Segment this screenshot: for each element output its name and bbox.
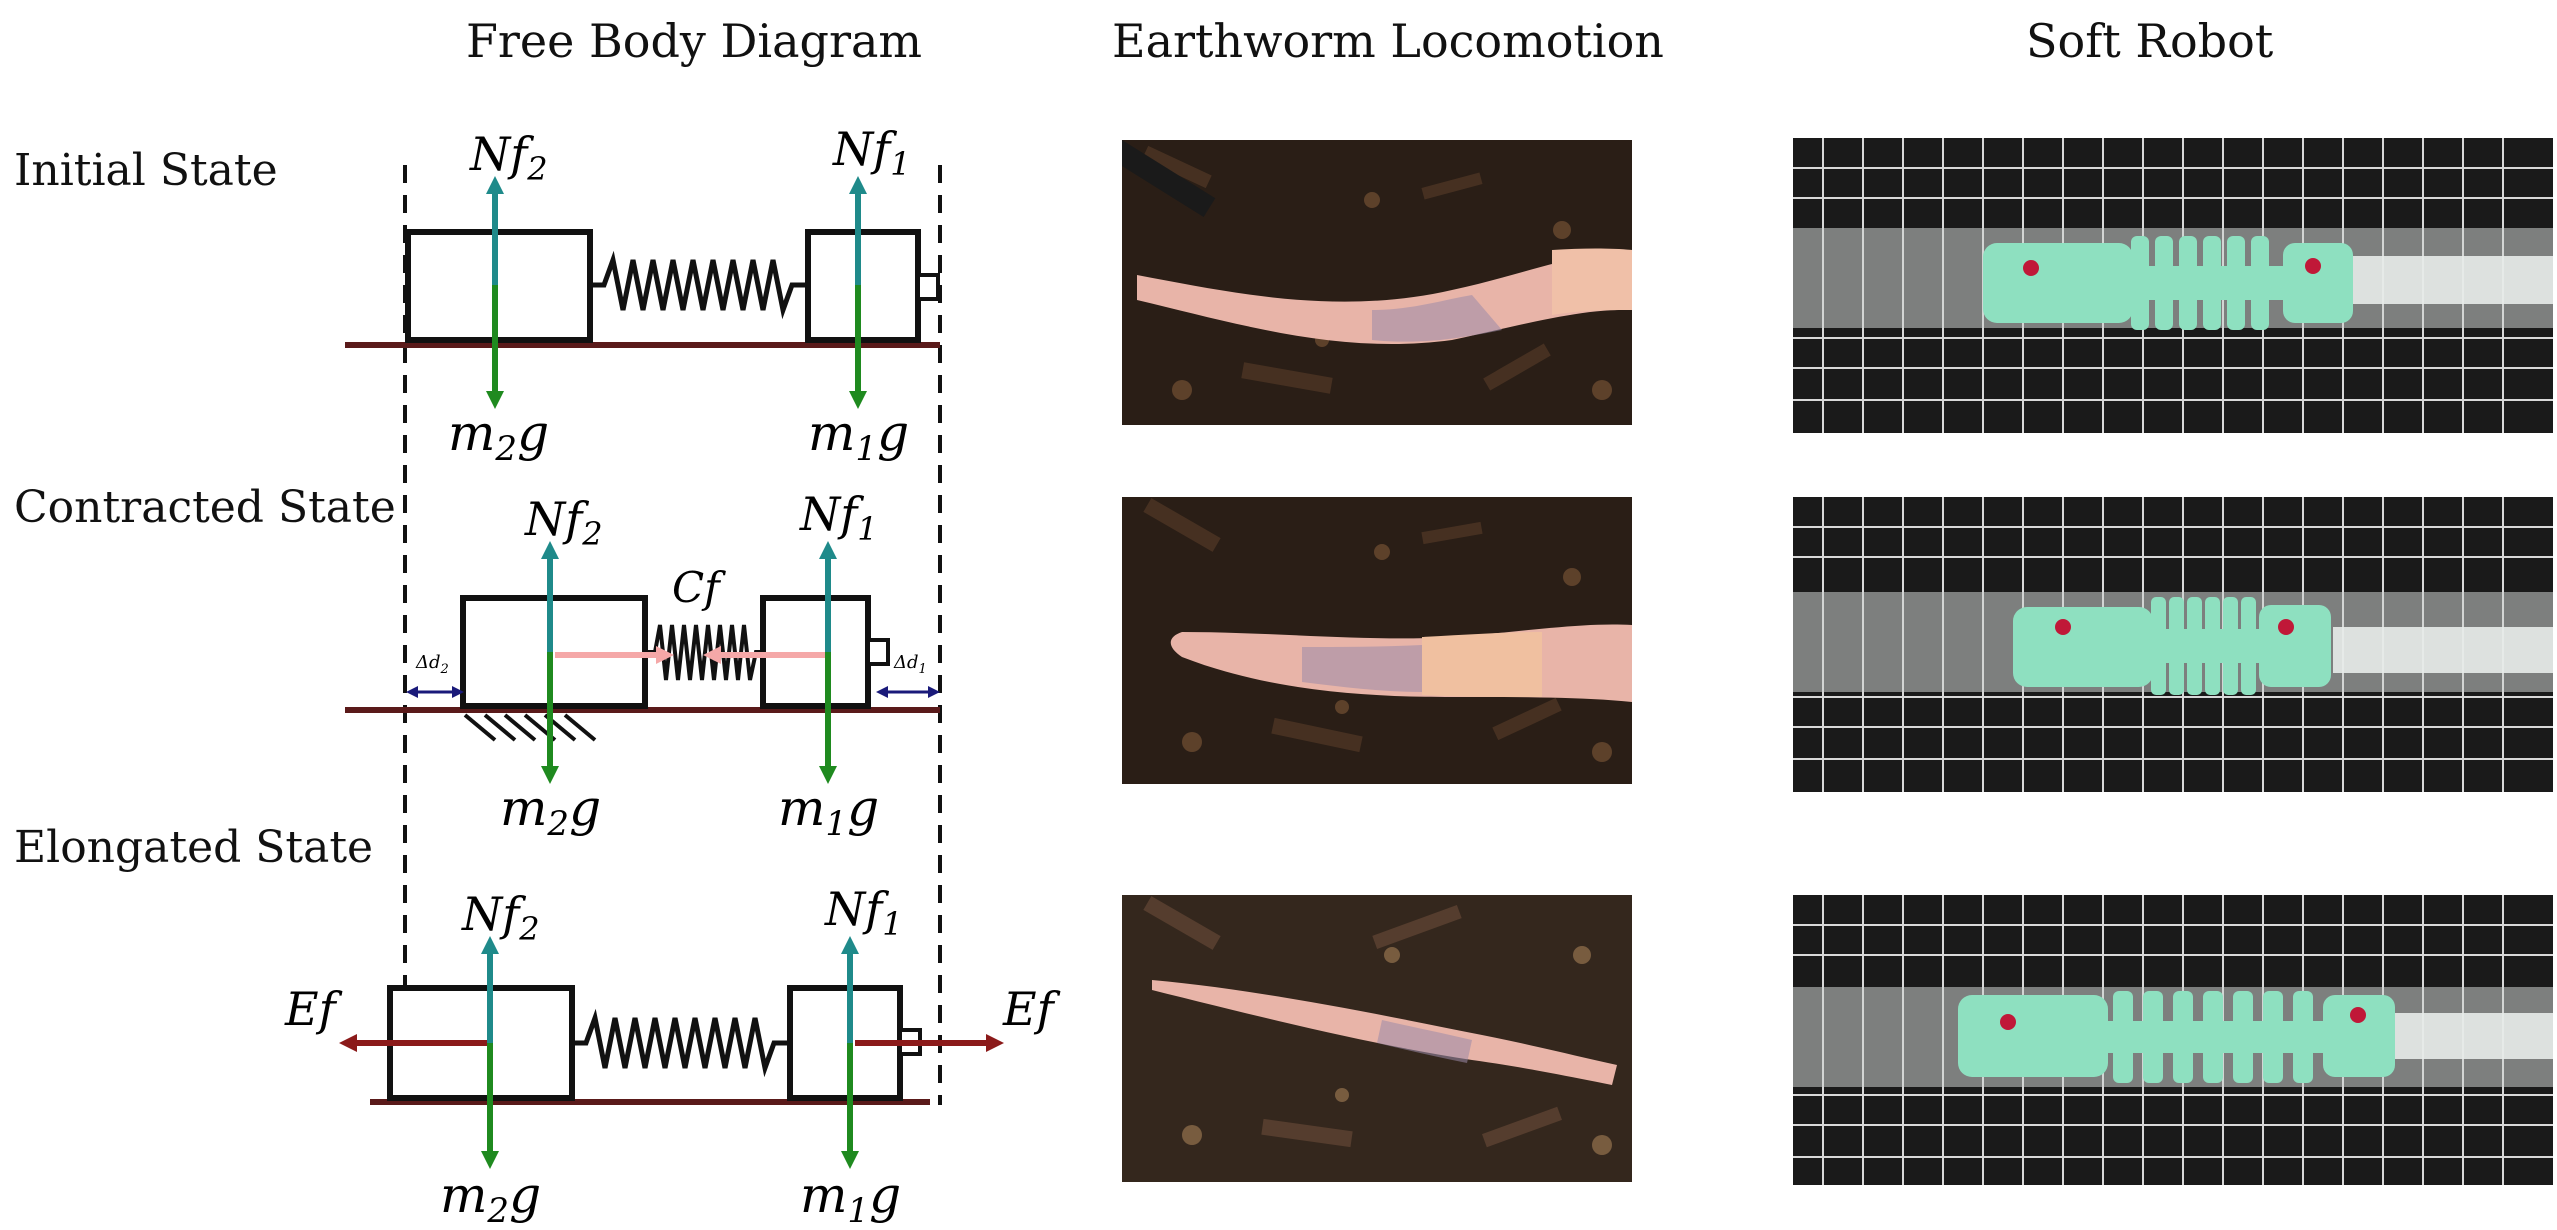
label-contracted-state: Contracted State <box>14 482 396 533</box>
block-front <box>805 229 921 343</box>
label-initial-state: Initial State <box>14 145 278 196</box>
label-nf1: Nf1 <box>824 882 903 943</box>
label-nf2: Nf2 <box>469 127 548 188</box>
label-m1g: m1g <box>778 779 879 844</box>
header-free-body-diagram: Free Body Diagram <box>466 14 923 68</box>
label-ef-left: Ef <box>284 982 343 1036</box>
label-ef-right: Ef <box>1002 982 1061 1036</box>
label-m1g: m1g <box>808 404 909 469</box>
fbd-elongated-state: Ef Ef Nf2 Nf1 m2g m1g <box>284 882 1061 1230</box>
label-elongated-state: Elongated State <box>14 822 374 873</box>
label-nf2: Nf2 <box>461 887 540 948</box>
label-m2g: m2g <box>440 1166 541 1230</box>
spring <box>590 250 808 320</box>
soft-robot-photo-contracted <box>1793 497 2553 792</box>
spring <box>572 1008 790 1078</box>
header-earthworm-locomotion: Earthworm Locomotion <box>1112 14 1664 68</box>
label-m2g: m2g <box>448 404 549 469</box>
label-nf1: Nf1 <box>832 122 911 183</box>
free-body-diagram: Nf2 Nf1 m2g m1g Δd2 Δd1 Cf Nf2 Nf1 m2g m… <box>284 122 1061 1230</box>
label-delta-d2: Δd2 <box>415 652 449 677</box>
block-tip <box>866 638 890 666</box>
label-nf1: Nf1 <box>799 487 878 548</box>
earthworm-photo-elongated <box>1122 895 1632 1182</box>
ground-anchor-hatch <box>463 713 597 742</box>
label-cf: Cf <box>672 563 726 612</box>
soft-robot-photo-initial <box>1793 138 2553 433</box>
label-m2g: m2g <box>500 779 601 844</box>
label-delta-d1: Δd1 <box>893 652 927 677</box>
fbd-initial-state: Nf2 Nf1 m2g m1g <box>345 122 940 469</box>
soft-robot-photo-elongated <box>1793 895 2553 1185</box>
earthworm-photo-initial <box>1122 140 1632 425</box>
fbd-contracted-state: Δd2 Δd1 Cf Nf2 Nf1 m2g m1g <box>345 487 940 844</box>
label-m1g: m1g <box>800 1166 901 1230</box>
block-tip <box>916 273 940 301</box>
label-nf2: Nf2 <box>524 492 603 553</box>
earthworm-photo-contracted <box>1122 497 1632 784</box>
block-rear <box>405 229 593 343</box>
header-soft-robot: Soft Robot <box>2026 14 2274 68</box>
